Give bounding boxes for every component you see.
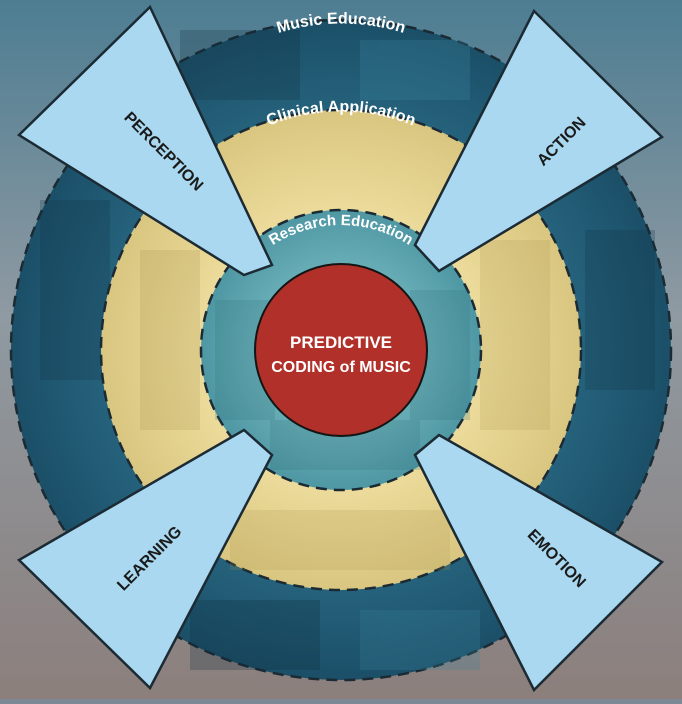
wedge-action [413,8,665,273]
core-title-line1: PREDICTIVE [290,333,392,352]
core-title-line2: CODING of MUSIC [271,359,411,376]
wedge-emotion [413,433,665,693]
middle-ring-texture [140,240,550,570]
outer-ring-texture [40,30,655,670]
core-circle [254,263,428,437]
wedge-perception [16,4,274,277]
wedge-learning [16,428,274,691]
